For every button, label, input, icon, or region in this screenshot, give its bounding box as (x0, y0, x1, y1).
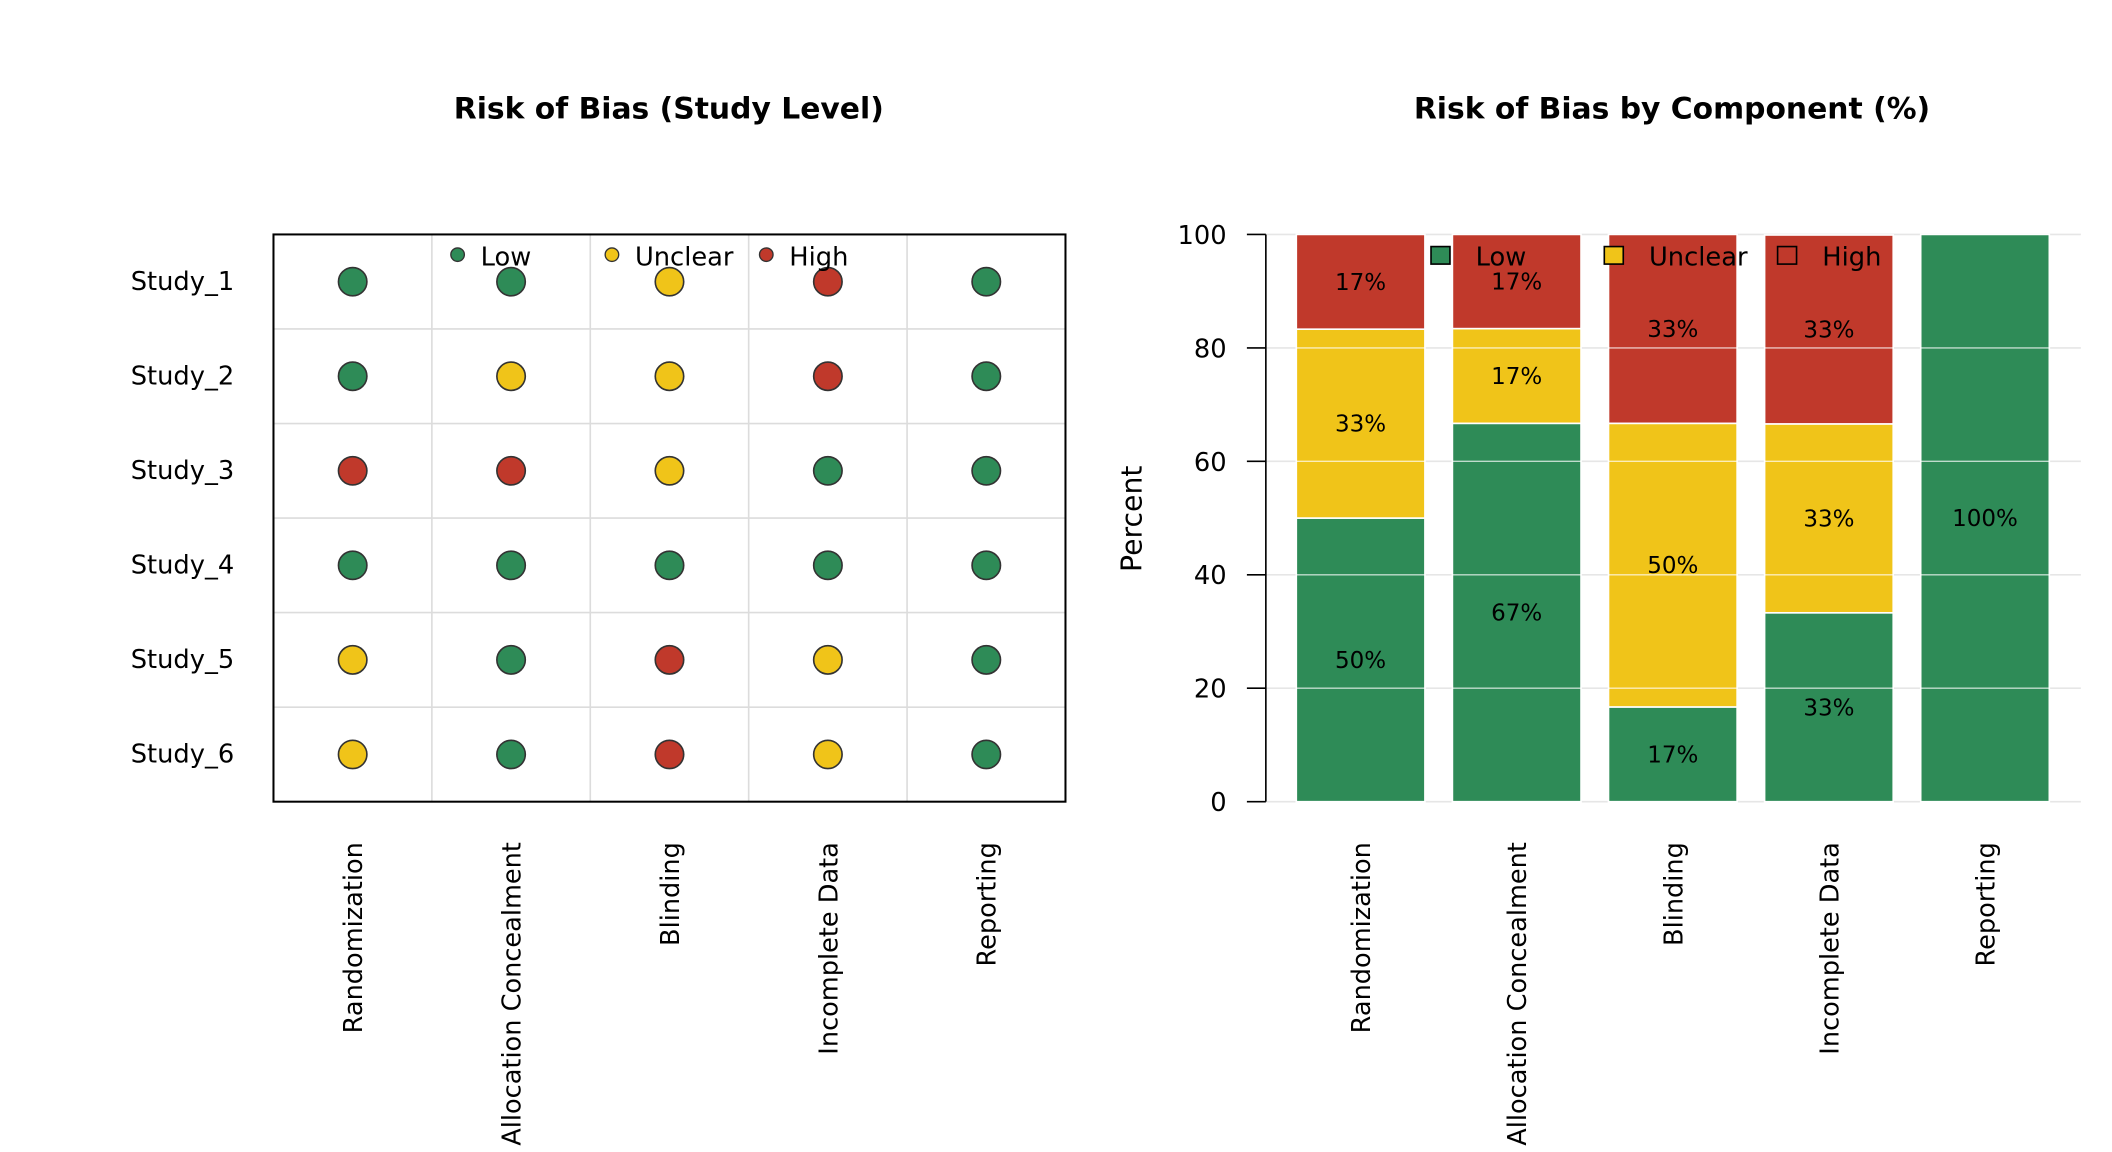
risk-dot-unclear (812, 644, 843, 675)
risk-dot-unclear (337, 644, 368, 675)
column-label: Incomplete Data (814, 842, 844, 1055)
risk-dot-low (337, 361, 368, 392)
risk-dot-low (971, 361, 1002, 392)
risk-dot-unclear (496, 361, 527, 392)
risk-dot-unclear (654, 361, 685, 392)
row-label: Study_2 (131, 361, 234, 391)
y-tick-label: 80 (1194, 334, 1227, 364)
data-label: 67% (1491, 601, 1542, 627)
y-axis-label: Percent (1115, 466, 1148, 572)
column-label: Allocation Concealment (497, 842, 527, 1146)
risk-dot-low (812, 550, 843, 581)
legend-label: High (789, 242, 848, 272)
legend-label: Unclear (1649, 242, 1748, 272)
column-label: Randomization (339, 842, 369, 1033)
y-tick-label: 40 (1194, 561, 1227, 591)
bar-segment-high (1763, 234, 1895, 425)
risk-dot-high (654, 644, 685, 675)
legend-dot-low (450, 247, 466, 263)
y-tick-label: 0 (1210, 788, 1226, 818)
risk-dot-low (971, 455, 1002, 486)
bar-segment-high (1607, 233, 1738, 425)
legend-label: Low (1476, 242, 1527, 272)
risk-dot-high (812, 266, 843, 297)
data-label: 50% (1647, 553, 1698, 579)
risk-dot-low (496, 550, 527, 581)
risk-dot-low (337, 550, 368, 581)
column-label: Reporting (973, 842, 1003, 966)
row-label: Study_4 (131, 550, 234, 580)
data-label: 17% (1491, 364, 1542, 390)
legend-dot-unclear (604, 247, 620, 263)
bar-segment-low (1919, 233, 2051, 803)
risk-dot-low (812, 455, 843, 486)
data-label: 50% (1335, 648, 1386, 674)
row-label: Study_5 (131, 645, 234, 675)
risk-dot-low (971, 739, 1002, 770)
legend-label: High (1822, 242, 1881, 272)
risk-dot-unclear (654, 455, 685, 486)
bar-segment-high (1295, 233, 1426, 330)
plot-frame (272, 233, 1067, 803)
data-label: 33% (1803, 695, 1854, 721)
risk-dot-low (971, 266, 1002, 297)
risk-dot-unclear (812, 739, 843, 770)
column-label: Blinding (656, 842, 686, 946)
bar-segment-low (1763, 611, 1895, 803)
risk-dot-high (496, 455, 527, 486)
x-tick-label: Reporting (1971, 842, 2001, 966)
bar-segment-low (1451, 422, 1582, 803)
x-tick-label: Blinding (1659, 842, 1689, 946)
risk-dot-low (654, 550, 685, 581)
risk-dot-high (337, 455, 368, 486)
row-label: Study_6 (131, 740, 234, 770)
data-label: 33% (1803, 506, 1854, 532)
legend-label: Unclear (635, 242, 734, 272)
bar-segment-high (1451, 233, 1582, 330)
component-bar-chart: 50% 33% 17% Randomization 67% 17% 17% Allocatio… (1115, 221, 2081, 1146)
risk-dot-unclear (654, 266, 685, 297)
data-label: 33% (1647, 317, 1698, 343)
legend-swatch-unclear (1603, 245, 1625, 265)
bar-segment-low (1295, 517, 1426, 803)
risk-dot-high (812, 361, 843, 392)
bar-segment-unclear (1763, 423, 1895, 614)
study-level-matrix: Study_1Study_2Study_3Study_4Study_5Study… (131, 233, 1067, 1146)
data-label: 17% (1491, 269, 1542, 295)
legend-swatch-high (1776, 245, 1798, 265)
x-tick-label: Allocation Concealment (1503, 842, 1533, 1146)
x-tick-label: Incomplete Data (1815, 842, 1845, 1055)
row-label: Study_3 (131, 456, 234, 486)
legend-label: Low (481, 242, 532, 272)
risk-dot-unclear (337, 739, 368, 770)
data-label: 17% (1647, 742, 1698, 768)
y-tick-label: 60 (1194, 448, 1227, 478)
data-label: 100% (1952, 506, 2018, 532)
bar-segment-low (1607, 706, 1738, 803)
risk-dot-low (496, 266, 527, 297)
left-chart-title: Risk of Bias (Study Level) (454, 92, 884, 127)
row-label: Study_1 (131, 267, 234, 297)
data-label: 33% (1803, 318, 1854, 344)
bar-segment-unclear (1607, 422, 1738, 708)
legend-dot-high (758, 247, 774, 263)
risk-dot-low (971, 550, 1002, 581)
risk-dot-low (971, 644, 1002, 675)
risk-dot-low (337, 266, 368, 297)
legend-swatch-low (1430, 245, 1451, 265)
y-tick-label: 20 (1194, 675, 1227, 705)
risk-dot-low (496, 644, 527, 675)
risk-dot-high (654, 739, 685, 770)
risk-dot-low (496, 739, 527, 770)
right-chart-title: Risk of Bias by Component (%) (1414, 92, 1930, 127)
data-label: 33% (1335, 412, 1386, 438)
x-tick-label: Randomization (1347, 842, 1377, 1033)
data-label: 17% (1335, 270, 1386, 296)
y-tick-label: 100 (1177, 221, 1226, 251)
